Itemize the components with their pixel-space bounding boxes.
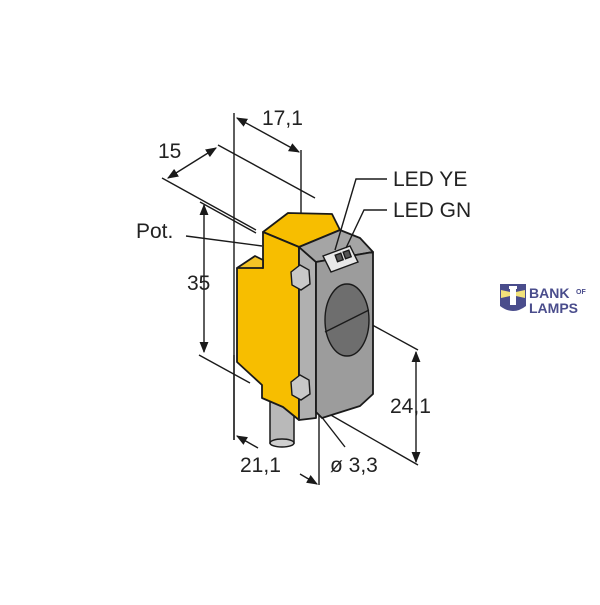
dimension-arrows	[167, 117, 421, 485]
housing-yellow	[236, 212, 341, 421]
bank-of-lamps-logo: BANK OF LAMPS	[500, 284, 586, 316]
label-potentiometer: Pot.	[136, 220, 173, 243]
dim-width-bottom: 21,1	[240, 454, 281, 477]
label-led-green: LED GN	[393, 199, 471, 222]
dim-depth-top: 15	[158, 140, 181, 163]
dim-width-top: 17,1	[262, 107, 303, 130]
led-window	[322, 245, 359, 273]
dim-height-right: 24,1	[390, 395, 431, 418]
logo-word-of: OF	[576, 289, 586, 296]
mounting-holes	[290, 264, 311, 401]
extension-lines	[161, 113, 419, 485]
lens	[324, 283, 370, 357]
logo-word-bank: BANK	[529, 285, 569, 301]
lighthouse-shield-icon	[500, 284, 526, 311]
logo-word-lamps: LAMPS	[529, 300, 578, 316]
led-leaders	[334, 178, 387, 251]
dim-height-left: 35	[187, 272, 210, 295]
dim-hole-diameter: ø 3,3	[330, 454, 378, 477]
label-led-yellow: LED YE	[393, 168, 467, 191]
